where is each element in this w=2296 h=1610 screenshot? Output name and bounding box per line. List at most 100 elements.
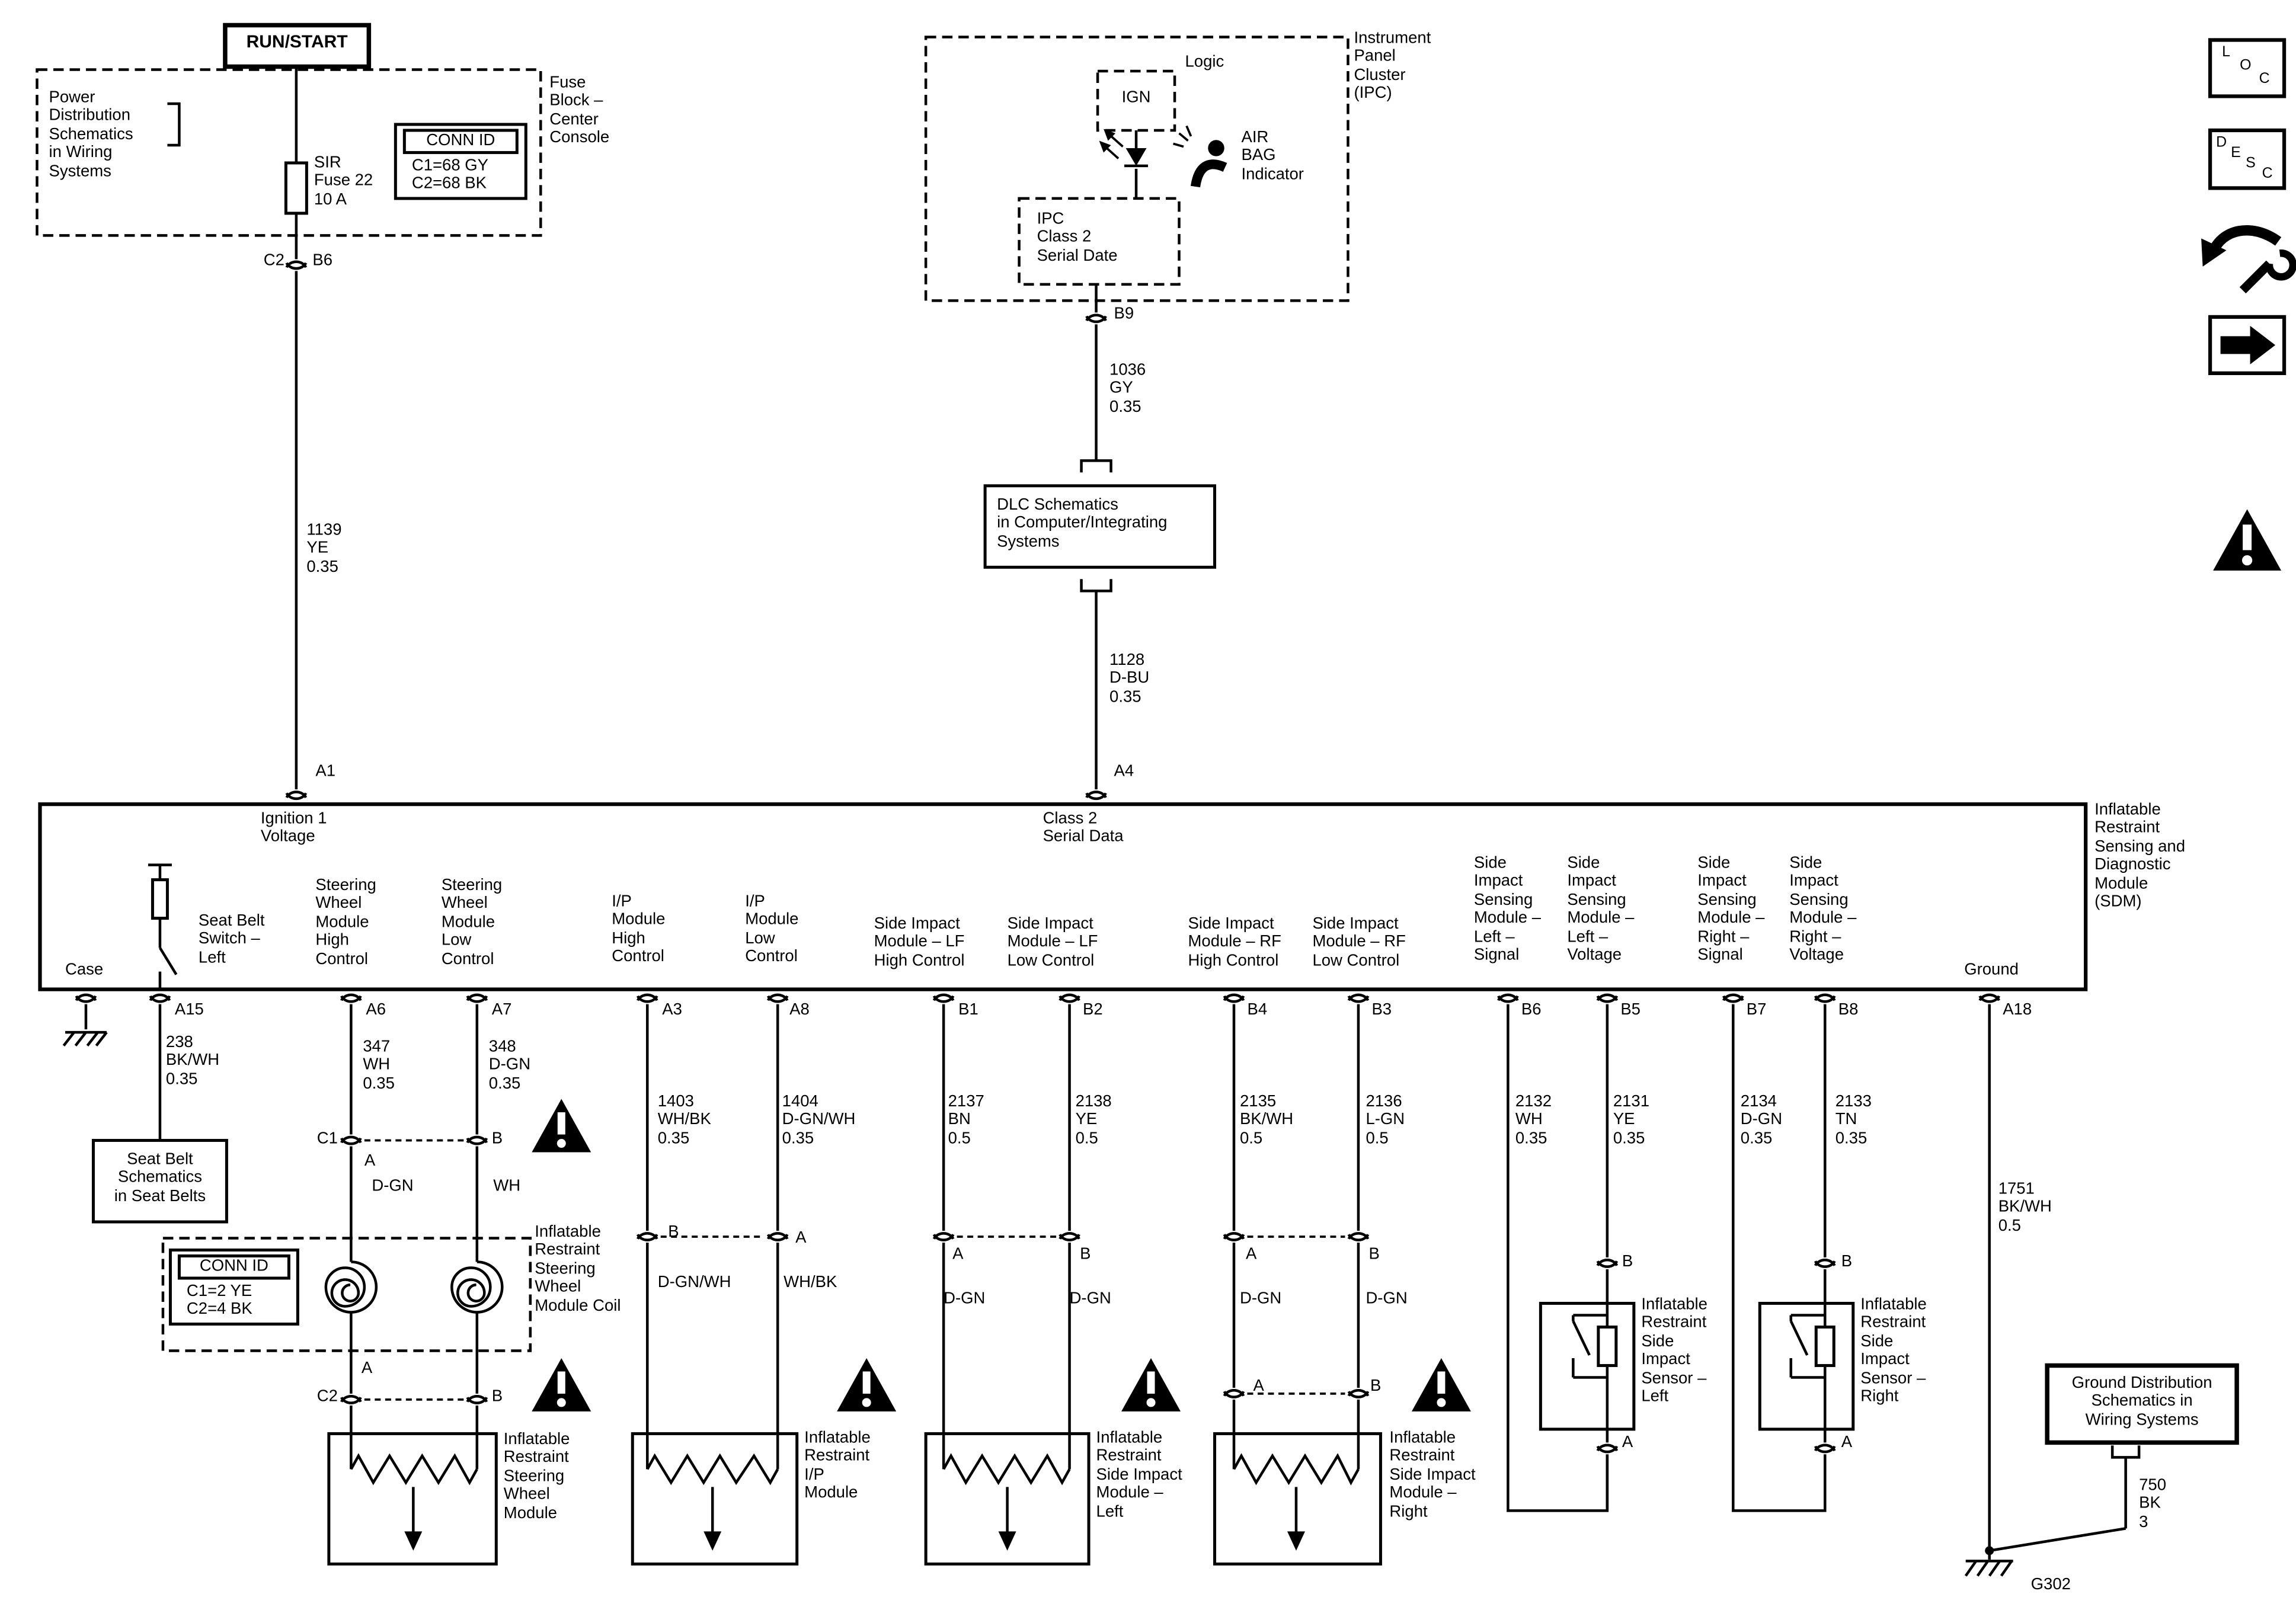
pin-label-si-rf-low: Side Impact Module – RF Low Control bbox=[1312, 915, 1406, 970]
si-right-module-label: Inflatable Restraint Side Impact Module … bbox=[1389, 1429, 1476, 1521]
dlc-box-label: DLC Schematics in Computer/Integrating S… bbox=[997, 496, 1168, 551]
terminal-b6-fuse: B6 bbox=[312, 251, 333, 270]
pin-id-b8: B8 bbox=[1838, 1001, 1859, 1019]
wirecolor-dgn-sil-2: D-GN bbox=[1069, 1289, 1111, 1308]
ip-module-box bbox=[631, 1432, 799, 1566]
wire-label-2133: 2133 TN 0.35 bbox=[1835, 1093, 1872, 1148]
loc-letter-c: C bbox=[2259, 71, 2270, 88]
wirecolor-whbk-ip: WH/BK bbox=[784, 1273, 837, 1292]
pin-a1-label: A1 bbox=[315, 763, 336, 781]
coil-symbol-right bbox=[452, 1262, 502, 1312]
wire-label-2134: 2134 D-GN 0.35 bbox=[1740, 1093, 1783, 1148]
pin-label-sis-right-voltage: Side Impact Sensing Module – Right – Vol… bbox=[1789, 854, 1857, 965]
power-dist-note: Power Distribution Schematics in Wiring … bbox=[49, 88, 133, 181]
terminal-a-sil: A bbox=[952, 1245, 964, 1263]
ip-module-label: Inflatable Restraint I/P Module bbox=[804, 1429, 871, 1503]
deploy-arrowheads bbox=[404, 1531, 1305, 1551]
wirecolor-dgn-sil-1: D-GN bbox=[944, 1289, 986, 1308]
ignition-voltage-label: Ignition 1 Voltage bbox=[260, 810, 327, 847]
swm-module-label: Inflatable Restraint Steering Wheel Modu… bbox=[503, 1430, 570, 1522]
pin-label-ip-low: I/P Module Low Control bbox=[745, 893, 799, 966]
dashed-boxes bbox=[36, 36, 1350, 1352]
sdm-box bbox=[38, 802, 2088, 991]
pin-id-a3: A3 bbox=[662, 1001, 682, 1019]
wire-label-2138: 2138 YE 0.5 bbox=[1075, 1093, 1112, 1148]
desc-letter-d: D bbox=[2216, 135, 2227, 151]
pin-id-a15: A15 bbox=[174, 1001, 204, 1019]
pin-id-a8: A8 bbox=[789, 1001, 810, 1019]
terminal-a-sensor-right: A bbox=[1841, 1433, 1853, 1452]
wire-label-750: 750 BK 3 bbox=[2139, 1476, 2167, 1531]
pin-id-b1: B1 bbox=[958, 1001, 978, 1019]
pin-label-ground: Ground bbox=[1964, 961, 2019, 980]
terminal-b-sir-top: B bbox=[1368, 1245, 1380, 1263]
wrench-arrow-icon[interactable] bbox=[2201, 225, 2296, 294]
wire-label-347: 347 WH 0.35 bbox=[363, 1038, 395, 1093]
ign-dashed-box bbox=[1096, 69, 1176, 132]
wire-junction-dot bbox=[1985, 1546, 1994, 1555]
dlc-top-bracket bbox=[1080, 459, 1112, 473]
g302-label: G302 bbox=[2030, 1576, 2071, 1594]
ground-dist-bracket bbox=[2110, 1445, 2141, 1459]
terminal-b-coil-bottom: B bbox=[491, 1387, 503, 1406]
terminal-a-coil-bottom: A bbox=[361, 1359, 373, 1378]
wire-label-238: 238 BK/WH 0.35 bbox=[165, 1033, 220, 1089]
desc-button[interactable] bbox=[2208, 128, 2287, 190]
wire-label-1139: 1139 YE 0.35 bbox=[306, 521, 342, 576]
sdm-title: Inflatable Restraint Sensing and Diagnos… bbox=[2094, 801, 2186, 911]
wiring-lines bbox=[84, 66, 2127, 1560]
pin-id-b3: B3 bbox=[1371, 1001, 1392, 1019]
desc-letter-c: C bbox=[2262, 165, 2273, 183]
coil-dashed-box bbox=[161, 1237, 532, 1352]
run-start-label: RUN/START bbox=[246, 31, 348, 52]
pin-a4-label: A4 bbox=[1114, 763, 1134, 781]
forward-arrow-icon[interactable] bbox=[2208, 315, 2287, 375]
side-impact-module-right-box bbox=[1213, 1432, 1382, 1566]
terminal-a-ip: A bbox=[795, 1229, 807, 1247]
loc-letter-l: L bbox=[2222, 44, 2231, 61]
pin-id-a7: A7 bbox=[491, 1001, 512, 1019]
terminal-b-coil-top: B bbox=[491, 1130, 503, 1148]
conn-id-title-fuse: CONN ID bbox=[426, 132, 495, 150]
sir-squib bbox=[1233, 1453, 1360, 1486]
wirecolor-dgn-coil: D-GN bbox=[372, 1177, 414, 1196]
pin-label-si-lf-low: Side Impact Module – LF Low Control bbox=[1007, 915, 1098, 970]
run-start-box bbox=[223, 23, 372, 69]
wire-label-2131: 2131 YE 0.35 bbox=[1613, 1093, 1650, 1148]
pin-id-b7: B7 bbox=[1746, 1001, 1767, 1019]
terminal-a-sir-top: A bbox=[1245, 1245, 1257, 1263]
ipc-title: Instrument Panel Cluster (IPC) bbox=[1354, 29, 1431, 103]
airbag-indicator-label: AIR BAG Indicator bbox=[1241, 129, 1304, 184]
pin-label-si-lf-high: Side Impact Module – LF High Control bbox=[874, 915, 965, 970]
offpage-brackets bbox=[167, 102, 2141, 1459]
case-ground-symbol bbox=[62, 1030, 108, 1046]
dlc-bottom-bracket bbox=[1080, 579, 1112, 593]
coil-label: Inflatable Restraint Steering Wheel Modu… bbox=[535, 1223, 621, 1315]
terminal-b-sensor-right: B bbox=[1841, 1253, 1853, 1271]
class2-serial-label: Class 2 Serial Data bbox=[1043, 810, 1124, 847]
wirecolor-dgn-sir-2: D-GN bbox=[1366, 1289, 1408, 1308]
component-boxes bbox=[91, 123, 1855, 1566]
ign-label: IGN bbox=[1121, 88, 1151, 107]
wire-label-2132: 2132 WH 0.35 bbox=[1515, 1093, 1552, 1148]
wire-label-1403: 1403 WH/BK 0.35 bbox=[657, 1093, 711, 1148]
conn-id-values-fuse: C1=68 GY C2=68 BK bbox=[411, 156, 488, 193]
loc-button[interactable] bbox=[2208, 38, 2287, 98]
g302-ground-symbol bbox=[1964, 1560, 2013, 1577]
seat-belt-schematics-label: Seat Belt Schematics in Seat Belts bbox=[114, 1151, 206, 1206]
pin-label-si-rf-high: Side Impact Module – RF High Control bbox=[1188, 915, 1281, 970]
sir-fuse-label: SIR Fuse 22 10 A bbox=[314, 153, 373, 209]
ip-squib bbox=[646, 1453, 779, 1486]
pin-id-b6: B6 bbox=[1521, 1001, 1542, 1019]
sidebar-warning-icon[interactable] bbox=[2213, 509, 2282, 571]
desc-letter-e: E bbox=[2231, 145, 2241, 162]
sensor-right-resistor bbox=[1814, 1325, 1835, 1367]
side-impact-module-left-box bbox=[924, 1432, 1091, 1566]
sil-squib bbox=[942, 1453, 1071, 1486]
pin-label-swm-low: Steering Wheel Module Low Control bbox=[441, 876, 503, 968]
terminal-b-ip: B bbox=[668, 1223, 679, 1241]
swm-squib bbox=[350, 1453, 478, 1486]
terminal-a-sensor-left: A bbox=[1622, 1433, 1633, 1452]
pin-label-ip-high: I/P Module High Control bbox=[612, 893, 666, 966]
